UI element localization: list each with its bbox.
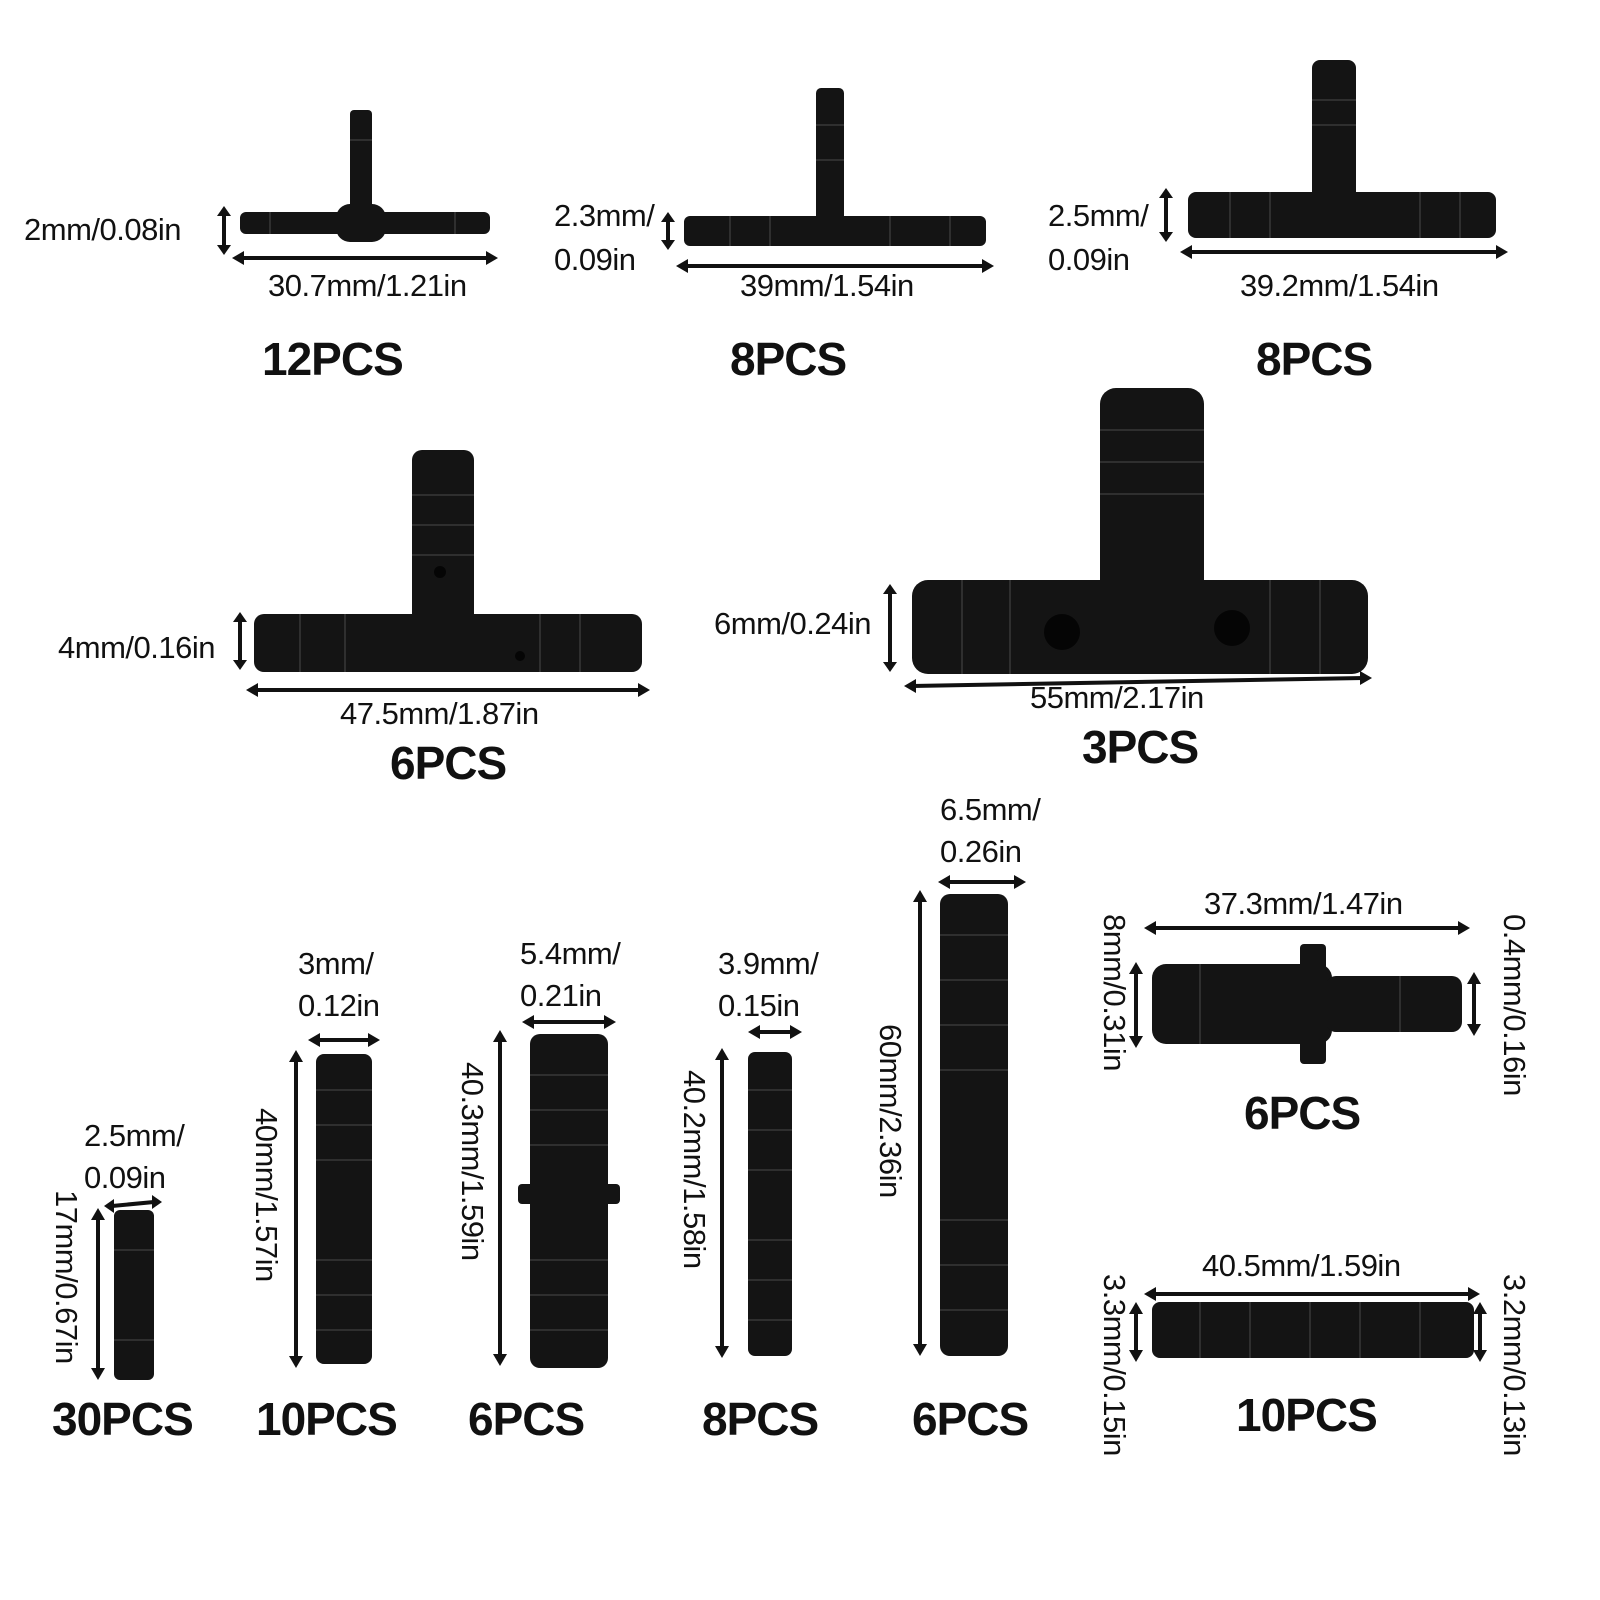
diameter-label-line2: 0.26in <box>940 834 1022 869</box>
length-label: 30.7mm/1.21in <box>268 268 467 303</box>
length-label: 40.3mm/1.59in <box>455 1062 490 1261</box>
item-tee-2-3mm: 2.3mm/ 0.09in 39mm/1.54in 8PCS <box>520 0 1040 400</box>
diameter-label-line2: 0.15in <box>718 988 800 1023</box>
diameter-label-line1: 2.3mm/ <box>554 198 655 233</box>
reducer-connector-image <box>1129 1287 1487 1362</box>
straight-connector-image <box>91 1195 162 1380</box>
quantity-label: 8PCS <box>702 1393 819 1445</box>
quantity-label: 12PCS <box>262 333 404 385</box>
straight-connector-image <box>913 875 1026 1356</box>
diameter-label: 2mm/0.08in <box>24 212 181 247</box>
left-diameter-label: 3.3mm/0.15in <box>1097 1274 1132 1456</box>
length-label: 37.3mm/1.47in <box>1204 886 1403 921</box>
quantity-label: 6PCS <box>390 737 507 789</box>
quantity-label: 6PCS <box>912 1393 1029 1445</box>
item-straight-3-9mm: 3.9mm/ 0.15in 40.2mm/1.58in 8PCS <box>670 940 900 1480</box>
tee-connector-image <box>217 110 498 265</box>
diameter-label-line1: 3.9mm/ <box>718 946 819 981</box>
item-straight-6-5mm: 6.5mm/ 0.26in 60mm/2.36in 6PCS <box>873 792 1100 1480</box>
straight-connector-image <box>715 1025 802 1358</box>
item-reducer-3-3mm: 40.5mm/1.59in 3.3mm/0.15in 3.2mm/0.13in … <box>1097 1248 1600 1480</box>
length-label: 40.5mm/1.59in <box>1202 1248 1401 1283</box>
diameter-label-line2: 0.12in <box>298 988 380 1023</box>
right-diameter-label: 3.2mm/0.13in <box>1497 1274 1532 1456</box>
straight-connector-image <box>493 1015 620 1368</box>
length-label: 47.5mm/1.87in <box>340 696 539 731</box>
diameter-label-line2: 0.21in <box>520 978 602 1013</box>
diameter-label-line1: 2.5mm/ <box>1048 198 1149 233</box>
diameter-label-line2: 0.09in <box>554 242 636 277</box>
length-label: 60mm/2.36in <box>873 1024 908 1198</box>
diameter-label-line2: 0.09in <box>84 1160 166 1195</box>
left-diameter-label: 8mm/0.31in <box>1097 914 1132 1071</box>
tee-connector-image <box>1159 60 1508 259</box>
item-tee-2-5mm: 2.5mm/ 0.09in 39.2mm/1.54in 8PCS <box>1040 0 1600 400</box>
right-diameter-label: 0.4mm/0.16in <box>1497 914 1532 1096</box>
diameter-label-line1: 2.5mm/ <box>84 1118 185 1153</box>
tee-connector-image <box>883 388 1372 693</box>
diameter-label-line1: 3mm/ <box>298 946 374 981</box>
item-straight-3mm: 3mm/ 0.12in 40mm/1.57in 10PCS <box>230 940 450 1480</box>
straight-connector-image <box>289 1033 380 1368</box>
item-tee-2mm: 2mm/0.08in 30.7mm/1.21in 12PCS <box>0 0 520 400</box>
diameter-label: 6mm/0.24in <box>714 606 871 641</box>
quantity-label: 6PCS <box>468 1393 585 1445</box>
item-tee-4mm: 4mm/0.16in 47.5mm/1.87in 6PCS <box>0 400 700 800</box>
diameter-label: 4mm/0.16in <box>58 630 215 665</box>
length-label: 40.2mm/1.58in <box>677 1070 712 1269</box>
diameter-label-line1: 5.4mm/ <box>520 936 621 971</box>
length-label: 17mm/0.67in <box>49 1190 84 1364</box>
reducer-connector-image <box>1129 921 1481 1064</box>
quantity-label: 30PCS <box>52 1393 194 1445</box>
length-label: 39mm/1.54in <box>740 268 914 303</box>
item-straight-5-4mm: 5.4mm/ 0.21in 40.3mm/1.59in 6PCS <box>450 936 670 1480</box>
quantity-label: 3PCS <box>1082 721 1199 773</box>
quantity-label: 6PCS <box>1244 1087 1361 1139</box>
length-label: 39.2mm/1.54in <box>1240 268 1439 303</box>
diameter-label-line2: 0.09in <box>1048 242 1130 277</box>
length-label: 40mm/1.57in <box>249 1108 284 1282</box>
tee-connector-image <box>233 450 650 697</box>
quantity-label: 8PCS <box>1256 333 1373 385</box>
length-label: 55mm/2.17in <box>1030 680 1204 715</box>
item-straight-2-5mm: 2.5mm/ 0.09in 17mm/0.67in 30PCS <box>0 1118 230 1480</box>
item-reducer-8mm: 37.3mm/1.47in 8mm/0.31in 0.4mm/0.16in 6P… <box>1097 886 1600 1160</box>
tee-connector-image <box>661 88 994 273</box>
item-tee-6mm: 6mm/0.24in 55mm/2.17in 3PCS <box>700 388 1600 800</box>
quantity-label: 8PCS <box>730 333 847 385</box>
diameter-label-line1: 6.5mm/ <box>940 792 1041 827</box>
quantity-label: 10PCS <box>1236 1389 1378 1441</box>
quantity-label: 10PCS <box>256 1393 398 1445</box>
